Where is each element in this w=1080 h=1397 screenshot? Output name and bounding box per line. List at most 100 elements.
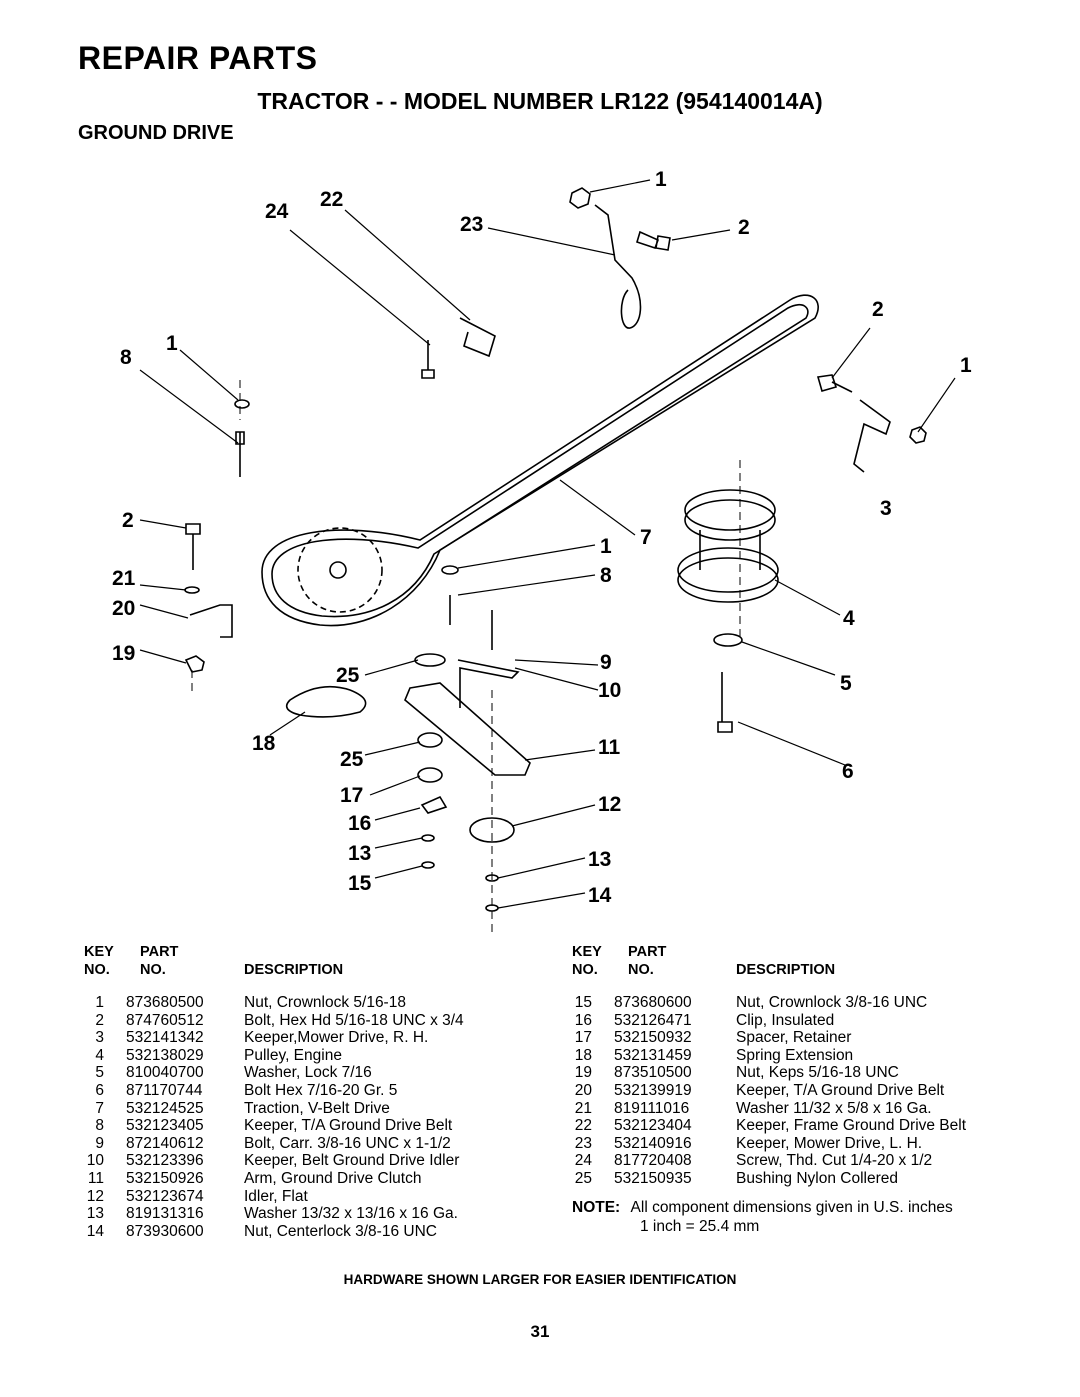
part-description: Bolt, Hex Hd 5/16-18 UNC x 3/4 <box>244 1011 464 1029</box>
part-description: Keeper, Frame Ground Drive Belt <box>736 1117 967 1135</box>
key-number: 19 <box>574 1064 592 1082</box>
callout-label: 17 <box>340 784 363 807</box>
part-description: Traction, V-Belt Drive <box>244 1099 390 1117</box>
col-part-label: PART <box>628 944 667 960</box>
callout-label: 8 <box>120 346 132 369</box>
part-number: 532150935 <box>614 1170 692 1187</box>
callout-label: 7 <box>640 526 652 549</box>
keeper-lh-drawing <box>594 204 642 329</box>
callout-label: 3 <box>880 497 892 520</box>
part-description: Screw, Thd. Cut 1/4-20 x 1/2 <box>736 1152 933 1170</box>
col-part-label: NO. <box>140 962 166 978</box>
part-description: Keeper, T/A Ground Drive Belt <box>244 1117 453 1135</box>
key-number: 10 <box>86 1152 104 1170</box>
spring-drawing <box>285 685 367 718</box>
callout-label: 25 <box>336 664 360 687</box>
part-number: 532124525 <box>126 1099 204 1117</box>
callout-label: 1 <box>960 354 972 377</box>
part-description: Spacer, Retainer <box>736 1029 852 1047</box>
keeper-rh-drawing <box>853 399 891 473</box>
part-description: Bushing Nylon Collered <box>736 1170 898 1187</box>
key-number: 11 <box>87 1170 104 1187</box>
part-number: 532138029 <box>126 1046 204 1064</box>
callout-label: 15 <box>348 872 372 895</box>
callout-label: 11 <box>598 736 621 759</box>
callout-label: 5 <box>840 672 852 695</box>
part-number: 810040700 <box>126 1064 204 1082</box>
part-number: 532131459 <box>614 1046 692 1064</box>
ta-keeper-drawing <box>189 604 233 638</box>
part-description: Clip, Insulated <box>736 1011 835 1029</box>
callout-label: 4 <box>843 607 855 630</box>
key-number: 5 <box>95 1064 104 1082</box>
key-number: 3 <box>95 1029 104 1047</box>
callout-label: 20 <box>112 597 135 620</box>
part-number: 873930600 <box>126 1222 204 1240</box>
col-key-label: NO. <box>572 962 598 978</box>
flat-idler-drawing <box>469 817 515 843</box>
callout-label: 9 <box>600 651 612 674</box>
key-number: 20 <box>574 1082 592 1099</box>
key-number: 13 <box>86 1205 104 1223</box>
note-text: All component dimensions given in U.S. i… <box>630 1199 953 1216</box>
part-number: 872140612 <box>126 1134 204 1152</box>
key-number: 1 <box>95 994 104 1011</box>
part-description: Arm, Ground Drive Clutch <box>244 1170 422 1187</box>
part-number: 532123396 <box>126 1152 204 1170</box>
key-number: 14 <box>86 1222 104 1240</box>
callout-label: 24 <box>265 200 289 223</box>
exploded-parts-diagram: 1 24 22 23 2 2 1 8 1 3 2 7 1 21 8 20 4 1… <box>112 168 972 935</box>
part-number: 532140916 <box>614 1134 692 1152</box>
col-description-label: DESCRIPTION <box>244 962 344 978</box>
engine-pulley-drawing <box>684 499 776 541</box>
part-number: 873680600 <box>614 994 692 1011</box>
part-description: Spring Extension <box>736 1046 854 1064</box>
callout-label: 13 <box>588 848 611 871</box>
frame-keeper-drawing <box>459 317 496 358</box>
callout-label: 12 <box>598 793 621 816</box>
key-number: 21 <box>574 1099 592 1117</box>
bolt-drawing <box>636 230 671 251</box>
col-part-label: NO. <box>628 962 654 978</box>
col-key-label: NO. <box>84 962 110 978</box>
key-number: 16 <box>574 1011 592 1029</box>
col-description-label: DESCRIPTION <box>736 962 836 978</box>
right-bolt-drawing <box>816 374 853 393</box>
part-number: 873510500 <box>614 1064 692 1082</box>
callout-label: 2 <box>738 216 750 239</box>
callout-label: 25 <box>340 748 364 771</box>
callout-label: 13 <box>348 842 371 865</box>
part-description: Nut, Keps 5/16-18 UNC <box>736 1064 899 1082</box>
part-number: 819131316 <box>126 1205 204 1223</box>
part-description: Keeper, T/A Ground Drive Belt <box>736 1082 945 1099</box>
note-label: NOTE: <box>572 1199 621 1216</box>
v-belt-drawing <box>261 294 819 627</box>
part-number: 532139919 <box>614 1082 692 1099</box>
col-part-label: PART <box>140 944 179 960</box>
part-description: Nut, Centerlock 3/8-16 UNC <box>244 1222 437 1240</box>
note-conversion: 1 inch = 25.4 mm <box>640 1218 760 1235</box>
key-number: 22 <box>574 1117 592 1135</box>
callout-label: 19 <box>112 642 135 665</box>
page-number: 31 <box>530 1322 550 1341</box>
hardware-footer: HARDWARE SHOWN LARGER FOR EASIER IDENTIF… <box>343 1272 737 1287</box>
key-number: 7 <box>95 1099 104 1117</box>
part-number: 532123404 <box>614 1117 692 1135</box>
part-description: Keeper, Belt Ground Drive Idler <box>244 1152 460 1170</box>
key-number: 8 <box>95 1117 104 1135</box>
callout-label: 2 <box>122 509 134 532</box>
model-subtitle: TRACTOR - - MODEL NUMBER LR122 (95414001… <box>257 88 823 114</box>
callout-label: 23 <box>460 213 483 236</box>
callout-label: 21 <box>112 567 136 590</box>
key-number: 4 <box>95 1046 104 1064</box>
part-description: Keeper,Mower Drive, R. H. <box>244 1029 429 1047</box>
callout-label: 6 <box>842 760 854 783</box>
part-description: Idler, Flat <box>244 1187 308 1205</box>
part-number: 532150926 <box>126 1170 204 1187</box>
part-number: 532126471 <box>614 1011 692 1029</box>
part-number: 532123674 <box>126 1187 204 1205</box>
callout-label: 16 <box>348 812 371 835</box>
note: NOTE: All component dimensions given in … <box>572 1198 953 1236</box>
part-number: 817720408 <box>614 1152 692 1170</box>
part-description: Nut, Crownlock 5/16-18 <box>244 994 406 1011</box>
